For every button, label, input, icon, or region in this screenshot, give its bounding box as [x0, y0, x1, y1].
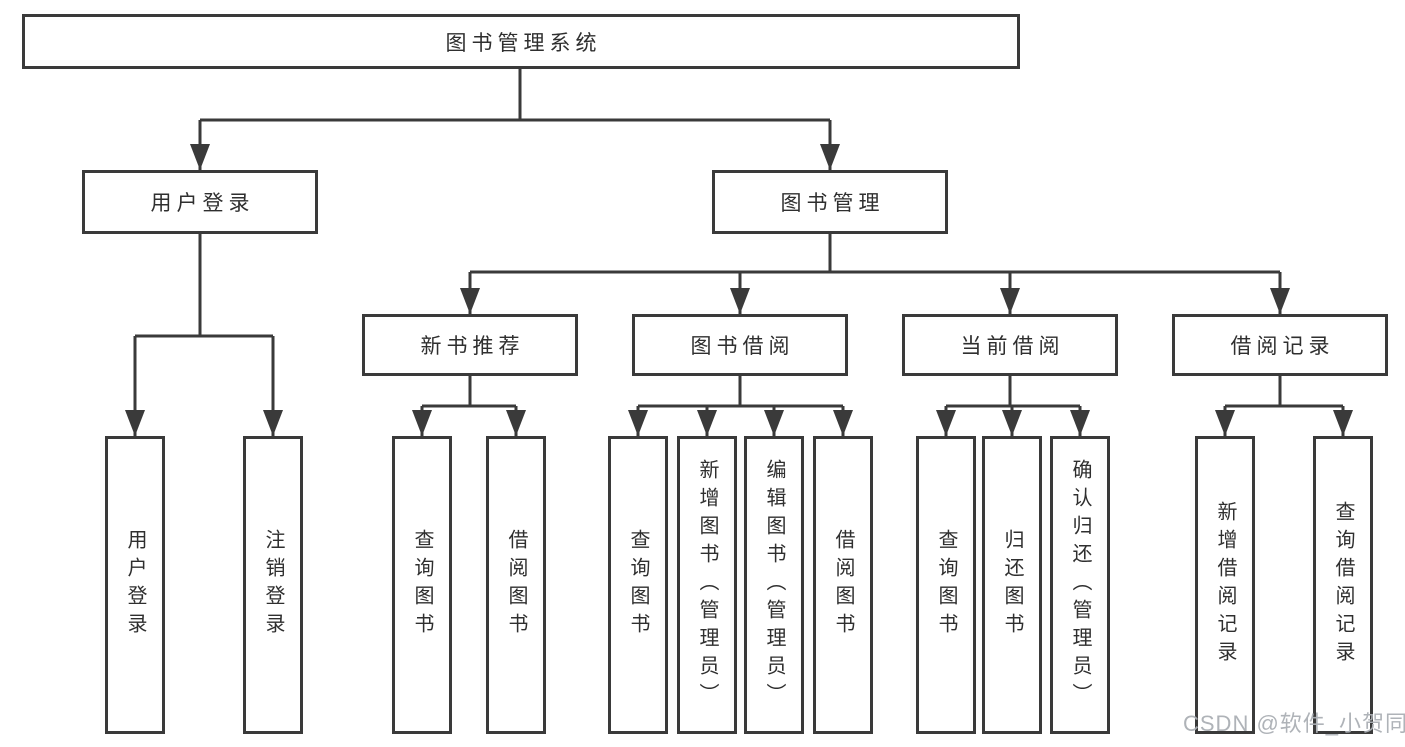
arrowhead	[190, 144, 210, 170]
leaf-label: 归还图书	[1001, 529, 1023, 641]
node-label: 当前借阅	[960, 335, 1065, 358]
leaf-logout: 注销登录	[243, 436, 303, 734]
arrowhead	[1215, 410, 1235, 436]
leaf-query-books-current: 查询图书	[916, 436, 976, 734]
leaf-label: 查询借阅记录	[1332, 501, 1354, 669]
leaf-query-books-newbooks: 查询图书	[392, 436, 452, 734]
arrowhead	[1000, 288, 1020, 314]
leaf-label: 借阅图书	[832, 529, 854, 641]
node-label: 图书管理系统	[445, 31, 602, 55]
arrowhead	[263, 410, 283, 436]
arrowhead	[820, 144, 840, 170]
node-book-borrow: 图书借阅	[632, 314, 848, 376]
leaf-return-books: 归还图书	[982, 436, 1042, 734]
node-label: 借阅记录	[1230, 335, 1335, 358]
leaf-label: 查询图书	[935, 529, 957, 641]
leaf-user-login: 用户登录	[105, 436, 165, 734]
node-user-login: 用户登录	[82, 170, 318, 234]
node-root-library-system: 图书管理系统	[22, 14, 1020, 69]
arrowhead	[1270, 288, 1290, 314]
arrowhead	[125, 410, 145, 436]
leaf-query-borrow-record: 查询借阅记录	[1313, 436, 1373, 734]
leaf-edit-book-admin: 编辑图书（管理员）	[744, 436, 804, 734]
leaf-label: 新增借阅记录	[1214, 501, 1236, 669]
leaf-borrow-books: 借阅图书	[813, 436, 873, 734]
leaf-label: 用户登录	[124, 529, 146, 641]
node-label: 图书管理	[780, 192, 885, 215]
arrowhead	[506, 410, 526, 436]
leaf-label: 编辑图书（管理员）	[763, 459, 785, 711]
node-label: 新书推荐	[420, 335, 525, 358]
leaf-label: 查询图书	[627, 529, 649, 641]
arrowhead	[730, 288, 750, 314]
arrowhead	[1002, 410, 1022, 436]
leaf-label: 借阅图书	[505, 529, 527, 641]
arrowhead	[764, 410, 784, 436]
node-borrow-records: 借阅记录	[1172, 314, 1388, 376]
leaf-query-books-borrow: 查询图书	[608, 436, 668, 734]
node-label: 图书借阅	[690, 335, 795, 358]
leaf-label: 注销登录	[262, 529, 284, 641]
arrowhead	[628, 410, 648, 436]
arrowhead	[412, 410, 432, 436]
leaf-confirm-return-admin: 确认归还（管理员）	[1050, 436, 1110, 734]
arrowhead	[936, 410, 956, 436]
leaf-label: 查询图书	[411, 529, 433, 641]
node-new-book-recommend: 新书推荐	[362, 314, 578, 376]
arrowhead	[1333, 410, 1353, 436]
arrowhead	[1070, 410, 1090, 436]
leaf-borrow-books-newbooks: 借阅图书	[486, 436, 546, 734]
leaf-add-book-admin: 新增图书（管理员）	[677, 436, 737, 734]
arrowhead	[697, 410, 717, 436]
csdn-watermark: CSDN @软件_小贺同学	[1183, 711, 1405, 736]
leaf-add-borrow-record: 新增借阅记录	[1195, 436, 1255, 734]
node-label: 用户登录	[150, 192, 255, 215]
leaf-label: 新增图书（管理员）	[696, 459, 718, 711]
arrowhead	[833, 410, 853, 436]
node-book-management: 图书管理	[712, 170, 948, 234]
arrowhead	[460, 288, 480, 314]
node-current-borrow: 当前借阅	[902, 314, 1118, 376]
leaf-label: 确认归还（管理员）	[1069, 459, 1091, 711]
